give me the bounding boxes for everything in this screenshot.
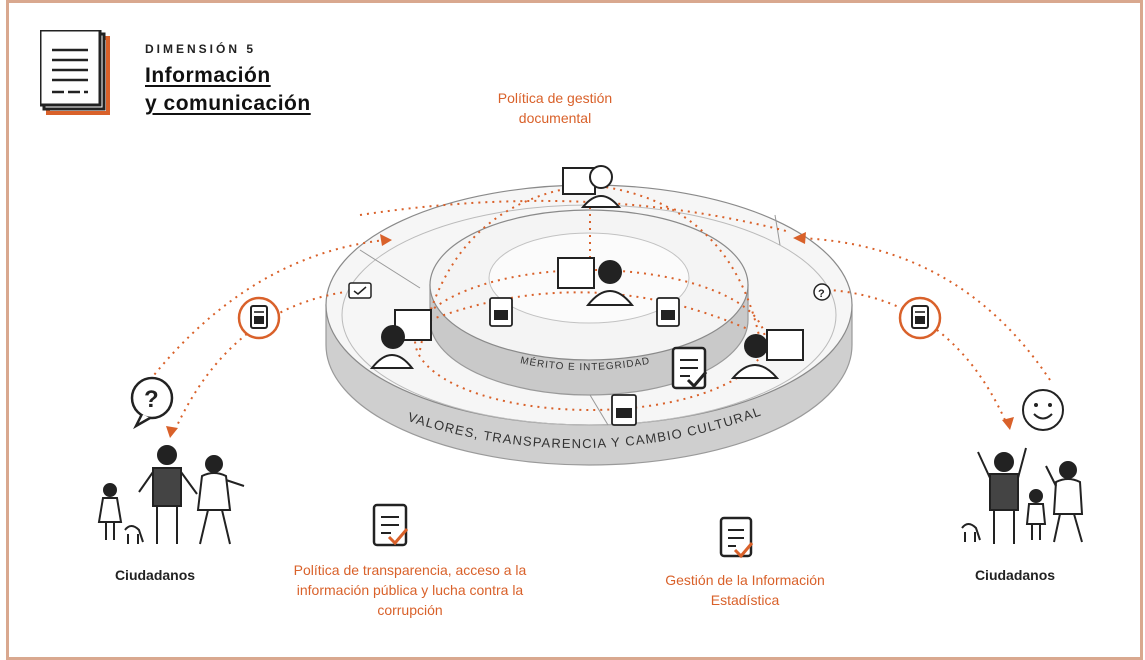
label-transparencia: Política de transparencia, acceso a la i… [293, 562, 527, 618]
label-ciudadanos-right: Ciudadanos [974, 567, 1056, 583]
checklist-icon-estadistica [719, 516, 754, 559]
dimension-label: DIMENSIÓN 5 [145, 42, 257, 56]
svg-text:?: ? [144, 386, 159, 413]
worker-top [562, 165, 622, 208]
label-gestion-documental: Política de gestión documental [497, 90, 613, 126]
check-bubble-icon [348, 282, 372, 299]
worker-left [369, 309, 432, 369]
document-badge-left [237, 296, 281, 340]
question-bubble-icon: ? [130, 376, 174, 430]
citizens-group-right [961, 447, 1084, 544]
checklist-icon-ring [671, 346, 708, 390]
arrowheads [166, 232, 1014, 438]
label-ciudadanos-left: Ciudadanos [114, 567, 196, 583]
dimension-header [40, 30, 380, 130]
citizens-group-left [97, 445, 245, 545]
smiley-icon [1022, 389, 1064, 431]
document-badge-right [898, 296, 942, 340]
checklist-icon-transparencia [372, 503, 409, 547]
dimension-title-line2: y comunicación [145, 92, 311, 115]
documents-stack-icon [40, 30, 110, 115]
question-bubble-small-icon: ? [813, 283, 831, 301]
worker-right [730, 329, 804, 379]
label-estadistica: Gestión de la Información Estadística [665, 572, 825, 608]
svg-text:?: ? [818, 288, 825, 300]
worker-center [557, 257, 635, 306]
dimension-title-line1: Información [145, 64, 271, 87]
